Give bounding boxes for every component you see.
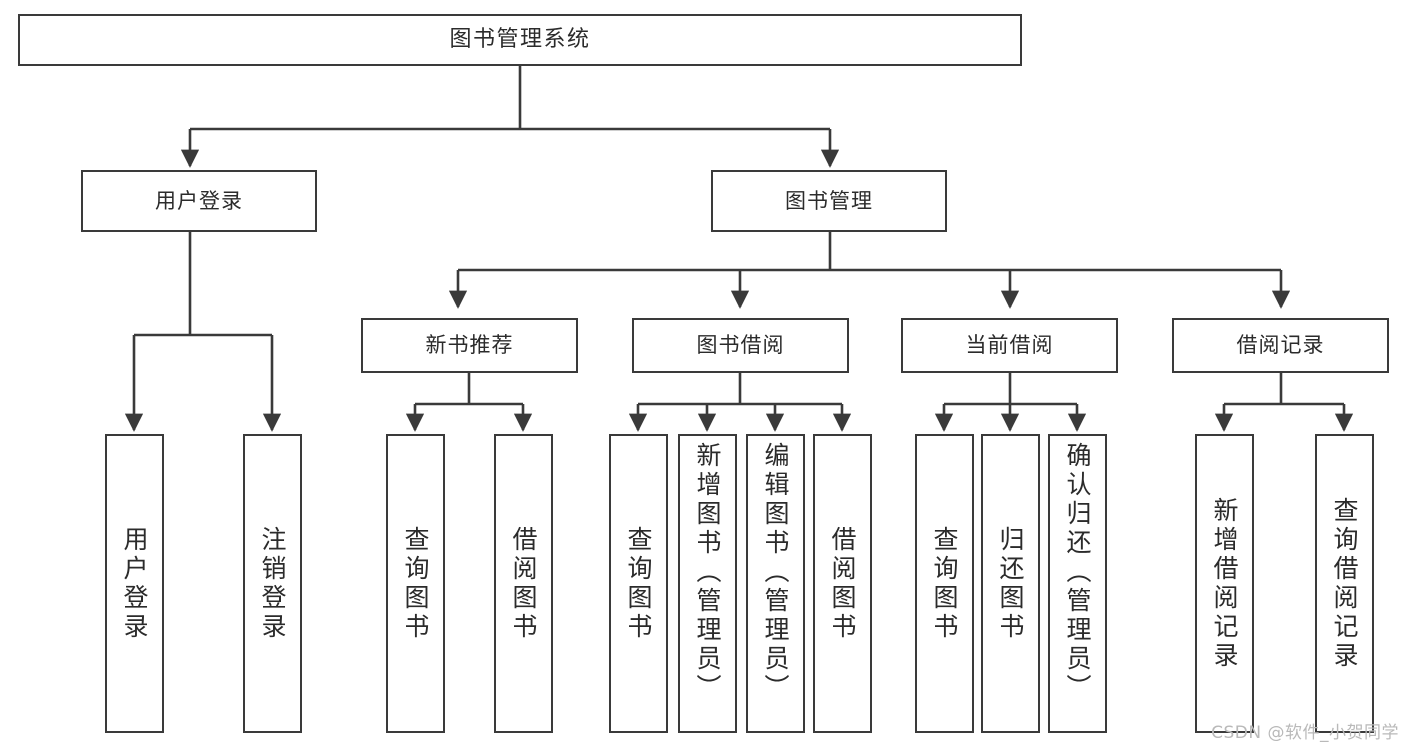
node-label: 借阅记录: [1236, 333, 1325, 358]
leaf-bookborrow-add-book-admin[interactable]: 新增图书（管理员）: [678, 434, 737, 733]
node-label: 当前借阅: [965, 333, 1054, 358]
watermark-csdn: CSDN @软件_小贺同学: [1211, 723, 1399, 743]
leaf-bookborrow-borrow-book[interactable]: 借阅图书: [813, 434, 872, 733]
node-label: 图书借阅: [696, 333, 785, 358]
leaf-borrowrecord-add-record[interactable]: 新增借阅记录: [1195, 434, 1254, 733]
node-book-management[interactable]: 图书管理: [711, 170, 947, 232]
node-label: 借阅图书: [828, 525, 857, 642]
leaf-borrowrecord-query-record[interactable]: 查询借阅记录: [1315, 434, 1374, 733]
node-label: 用户登录: [155, 188, 243, 213]
node-new-book-recommend[interactable]: 新书推荐: [361, 318, 578, 373]
leaf-newbook-borrow-book[interactable]: 借阅图书: [494, 434, 553, 733]
node-label: 新增借阅记录: [1210, 496, 1239, 671]
node-label: 查询图书: [930, 525, 959, 642]
leaf-bookborrow-query-book[interactable]: 查询图书: [609, 434, 668, 733]
leaf-newbook-query-book[interactable]: 查询图书: [386, 434, 445, 733]
node-label: 图书管理系统: [449, 27, 591, 53]
node-label: 新增图书（管理员）: [693, 442, 722, 703]
node-label: 查询借阅记录: [1330, 496, 1359, 671]
node-label: 编辑图书（管理员）: [761, 442, 790, 703]
leaf-logout-login[interactable]: 注销登录: [243, 434, 302, 733]
node-label: 借阅图书: [509, 525, 538, 642]
node-label: 确认归还（管理员）: [1063, 442, 1092, 703]
leaf-currentborrow-return-book[interactable]: 归还图书: [981, 434, 1040, 733]
node-label: 注销登录: [258, 525, 287, 642]
node-book-borrow[interactable]: 图书借阅: [632, 318, 849, 373]
node-borrow-record[interactable]: 借阅记录: [1172, 318, 1389, 373]
node-root-system[interactable]: 图书管理系统: [18, 14, 1022, 66]
leaf-currentborrow-confirm-return-admin[interactable]: 确认归还（管理员）: [1048, 434, 1107, 733]
node-user-login[interactable]: 用户登录: [81, 170, 317, 232]
node-label: 查询图书: [401, 525, 430, 642]
node-label: 归还图书: [996, 525, 1025, 642]
node-label: 用户登录: [120, 525, 149, 642]
leaf-bookborrow-edit-book-admin[interactable]: 编辑图书（管理员）: [746, 434, 805, 733]
node-label: 新书推荐: [425, 333, 514, 358]
node-current-borrow[interactable]: 当前借阅: [901, 318, 1118, 373]
node-label: 图书管理: [785, 188, 873, 213]
leaf-user-login[interactable]: 用户登录: [105, 434, 164, 733]
node-label: 查询图书: [624, 525, 653, 642]
leaf-currentborrow-query-book[interactable]: 查询图书: [915, 434, 974, 733]
